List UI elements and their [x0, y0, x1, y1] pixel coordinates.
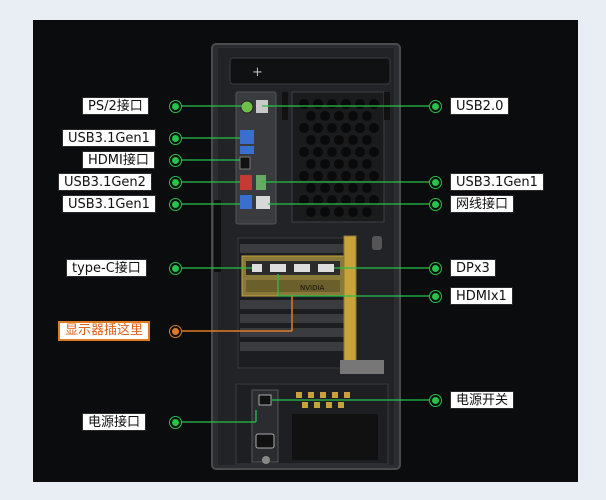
case-foot: [262, 456, 270, 464]
psu-switch: [258, 394, 272, 406]
marker-ps2: [170, 101, 181, 112]
label-power-switch: 电源开关: [450, 391, 515, 409]
usb31-gen2-port: [240, 175, 252, 190]
psu-socket: [255, 433, 275, 449]
label-usb31gen2: USB3.1Gen2: [58, 173, 152, 191]
top-slot: [229, 57, 391, 85]
marker-usb31gen1-left-b: [170, 199, 181, 210]
marker-hdmi: [170, 155, 181, 166]
marker-power-socket: [170, 417, 181, 428]
gpu-dp-port-1: [270, 264, 286, 272]
label-ps2: PS/2接口: [82, 97, 149, 115]
side-bar: [214, 200, 221, 272]
label-display-here: 显示器插这里: [58, 321, 151, 341]
marker-typec: [170, 263, 181, 274]
connector-lines-right: [262, 105, 432, 401]
gpu-typec-port: [252, 264, 262, 272]
label-usb31gen1-left-a: USB3.1Gen1: [62, 129, 156, 147]
marker-usb31gen1-right: [430, 177, 441, 188]
label-usb31gen1-left-b: USB3.1Gen1: [62, 195, 156, 213]
gpu-edge: [343, 235, 357, 371]
usb31-port-b: [240, 146, 254, 154]
slot-1: [240, 244, 352, 253]
usb31-port-c: [240, 195, 252, 209]
audio-jack: [256, 175, 266, 190]
psu-plate: [251, 389, 279, 463]
marker-hdmi-gpu: [430, 291, 441, 302]
psu-grill: [292, 414, 378, 460]
label-hdmi: HDMI接口: [82, 151, 155, 169]
label-usb20: USB2.0: [450, 97, 510, 115]
marker-lan: [430, 199, 441, 210]
label-dp: DPx3: [450, 259, 496, 277]
label-usb31gen1-right: USB3.1Gen1: [450, 173, 544, 191]
gpu-vent: [246, 280, 340, 292]
marker-usb20: [430, 101, 441, 112]
label-hdmi-gpu: HDMIx1: [450, 287, 513, 305]
top-slot-mark: +: [252, 65, 263, 80]
io-shield: [235, 91, 277, 225]
connector-lines-left: [178, 105, 257, 423]
usb31-port-a: [240, 130, 254, 144]
label-lan: 网线接口: [450, 195, 515, 213]
lan-port: [256, 196, 270, 209]
marker-dp: [430, 263, 441, 274]
gpu-io-strip: [246, 261, 340, 275]
fan-honeycomb: [299, 99, 379, 217]
marker-usb31gen2: [170, 177, 181, 188]
slot-screw: [372, 236, 382, 250]
label-typec: type-C接口: [66, 259, 147, 277]
display-connector-line: [178, 296, 293, 332]
lower-bracket: [340, 360, 384, 374]
gpu-dp-port-2: [294, 264, 310, 272]
marker-usb31gen1-left-a: [170, 133, 181, 144]
ps2-port: [240, 100, 254, 114]
label-power-socket: 电源接口: [82, 413, 147, 431]
marker-power-switch: [430, 395, 441, 406]
marker-display-here: [170, 326, 181, 337]
gpu-brand-mark: NVIDIA: [300, 284, 325, 292]
hdmi-port: [239, 156, 251, 170]
gpu-hdmi-port: [318, 264, 334, 272]
psu-grill-fill: [296, 392, 350, 408]
